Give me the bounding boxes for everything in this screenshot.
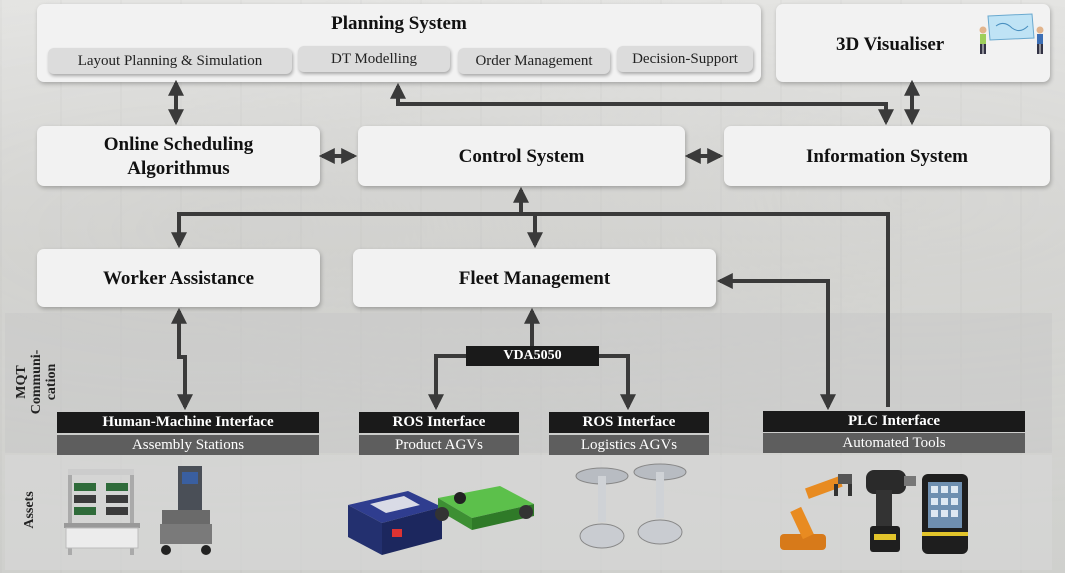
scheduling-title-line2: Algorithmus <box>127 158 230 179</box>
tab-layout-planning[interactable]: Layout Planning & Simulation <box>48 48 292 74</box>
presenter-icon <box>979 13 1044 54</box>
assembly-trolley-icon <box>160 466 212 555</box>
logistics-agvs-label: Logistics AGVs <box>549 435 709 455</box>
control-system-box[interactable]: Control System <box>358 126 685 186</box>
planning-system-title: Planning System <box>331 13 467 34</box>
assembly-stations-label: Assembly Stations <box>57 435 319 455</box>
worker-assistance-title: Worker Assistance <box>102 268 255 289</box>
worker-assistance-box[interactable]: Worker Assistance <box>37 249 320 307</box>
power-tool-icon <box>866 470 916 552</box>
tab-order-management[interactable]: Order Management <box>458 48 610 74</box>
ros-interface-logistics[interactable]: ROS Interface <box>549 412 709 433</box>
tab-decision-support[interactable]: Decision-Support <box>617 46 753 72</box>
arrow-to-worker <box>171 212 521 249</box>
product-agvs-label: Product AGVs <box>359 435 519 455</box>
arrow-planning-information <box>390 82 894 126</box>
arrow-vda-ros-logistics <box>599 354 636 411</box>
arrow-to-plc-from-control <box>521 212 890 407</box>
control-system-title: Control System <box>458 146 585 167</box>
information-system-title: Information System <box>805 146 969 167</box>
information-system-box[interactable]: Information System <box>724 126 1050 186</box>
arrow-fleet-plc <box>716 273 836 411</box>
ros-interface-product[interactable]: ROS Interface <box>359 412 519 433</box>
product-agv-green-icon <box>435 486 534 530</box>
hmi-interface[interactable]: Human-Machine Interface <box>57 412 319 433</box>
arrow-worker-hmi <box>171 307 193 411</box>
robot-arm-icon <box>780 474 852 550</box>
arrow-vda-ros-product <box>428 354 466 411</box>
plc-interface[interactable]: PLC Interface <box>763 411 1025 432</box>
fleet-management-title: Fleet Management <box>458 268 611 289</box>
scheduling-box[interactable]: Online Scheduling Algorithmus <box>37 126 320 186</box>
logistics-agv-icon <box>575 463 687 549</box>
visualiser-box[interactable]: 3D Visualiser <box>776 4 1050 82</box>
vda5050-label: VDA5050 <box>466 346 599 366</box>
scheduling-title-line1: Online Scheduling <box>103 134 254 155</box>
product-agv-icon <box>348 491 442 555</box>
visualiser-title: 3D Visualiser <box>836 34 945 55</box>
fleet-management-box[interactable]: Fleet Management <box>353 249 716 307</box>
automated-tools-label: Automated Tools <box>763 433 1025 453</box>
assembly-station-icon <box>64 469 140 555</box>
tool-controller-icon <box>922 474 968 554</box>
tab-dt-modelling[interactable]: DT Modelling <box>298 46 450 72</box>
